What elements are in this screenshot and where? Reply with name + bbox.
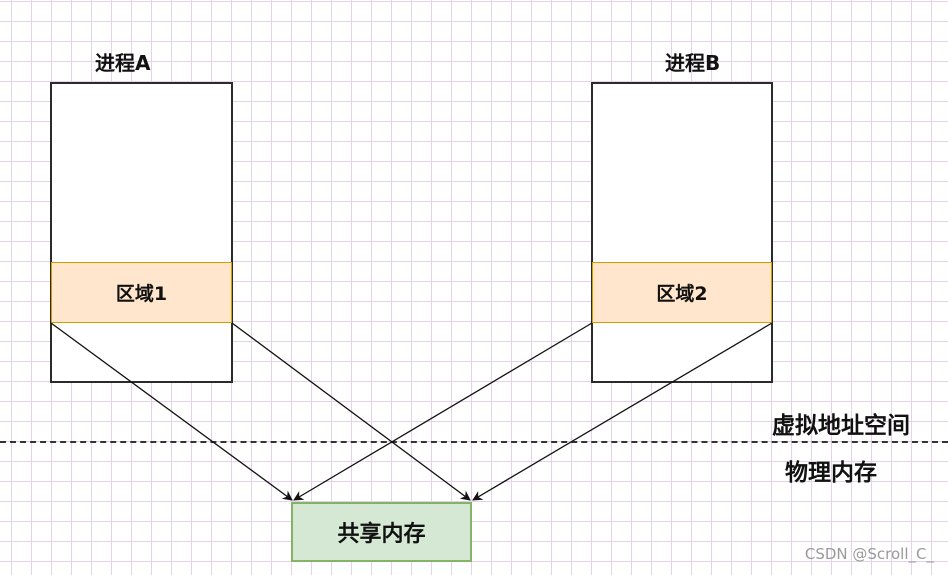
- arrow-a-region-bottom-to-shared-left: [50, 322, 293, 501]
- arrow-b-region-bottom-to-shared-right: [472, 322, 773, 501]
- virtual-address-space-label: 虚拟地址空间: [772, 413, 910, 439]
- process-a-title: 进程A: [95, 51, 151, 75]
- process-a-box: [50, 82, 233, 383]
- process-b-region: 区域2: [592, 262, 772, 323]
- watermark: CSDN @Scroll_C_: [804, 545, 934, 563]
- address-space-divider: [0, 441, 948, 443]
- shared-memory-box: 共享内存: [291, 502, 472, 562]
- process-b-box: [591, 82, 773, 383]
- process-a-region: 区域1: [51, 262, 232, 323]
- arrow-a-region-top-to-shared-right: [231, 322, 471, 501]
- process-b-title: 进程B: [665, 51, 721, 75]
- arrow-b-region-top-to-shared-left: [293, 322, 593, 501]
- physical-memory-label: 物理内存: [785, 460, 877, 486]
